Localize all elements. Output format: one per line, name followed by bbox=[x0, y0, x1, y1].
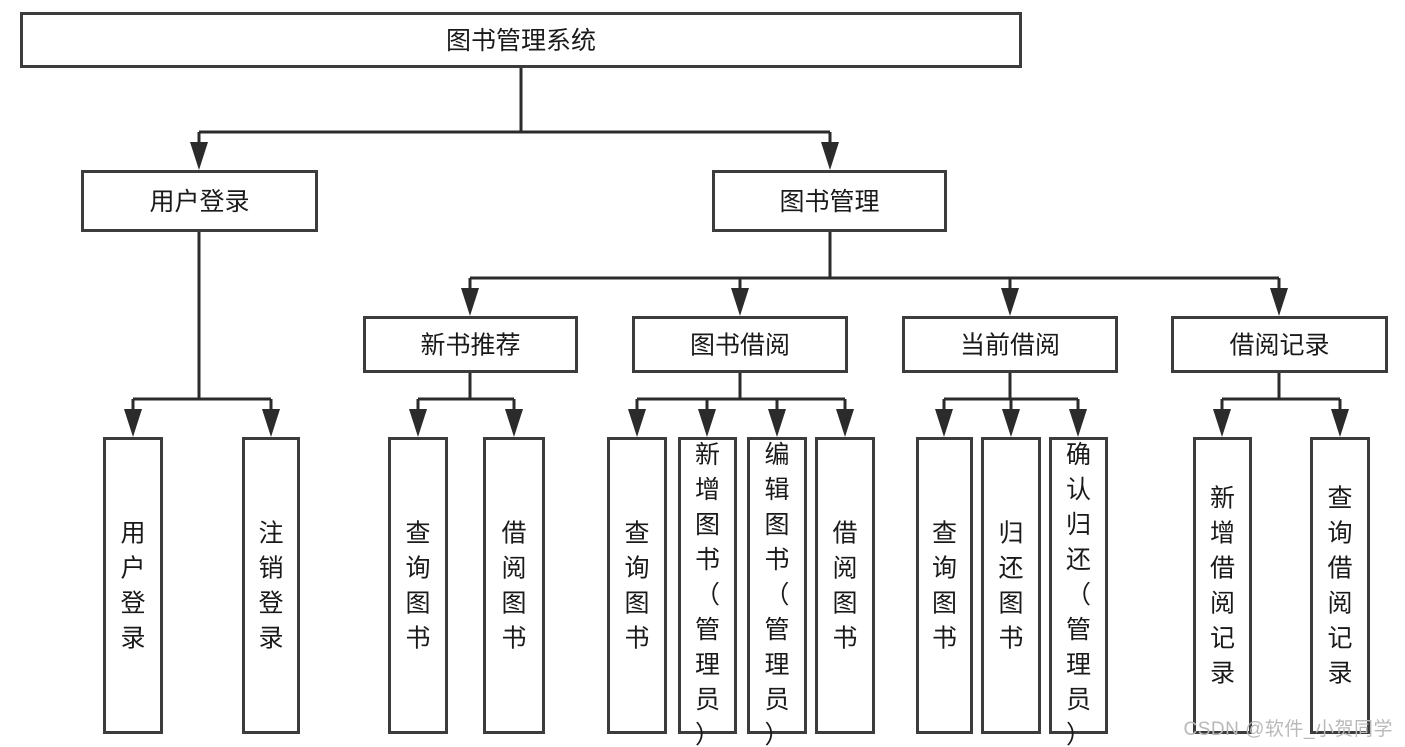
arrow-head-icon bbox=[1069, 409, 1087, 437]
watermark-text: CSDN @软件_小贺同学 bbox=[1183, 719, 1393, 740]
arrow-head-icon bbox=[1001, 288, 1019, 316]
connector-line bbox=[131, 232, 273, 419]
node-box bbox=[678, 437, 737, 734]
node-leaf-add-book[interactable]: 新增图书（管理员） bbox=[678, 437, 737, 747]
arrow-head-layer bbox=[124, 142, 1349, 437]
node-leaf-borrow-book[interactable]: 借阅图书 bbox=[815, 437, 875, 734]
node-box bbox=[81, 170, 318, 232]
arrow-head-icon bbox=[190, 142, 208, 170]
arrow-head-icon bbox=[731, 288, 749, 316]
node-label: 图书借阅 bbox=[690, 332, 790, 360]
node-box bbox=[388, 437, 448, 734]
arrow-head-icon bbox=[505, 409, 523, 437]
arrow-head-icon bbox=[262, 409, 280, 437]
node-label: 查询图书 bbox=[405, 520, 430, 653]
node-book-manage[interactable]: 图书管理 bbox=[712, 170, 947, 232]
node-leaf-query-book[interactable]: 查询图书 bbox=[607, 437, 667, 734]
node-leaf-confirm-return[interactable]: 确认归还（管理员） bbox=[1049, 437, 1108, 747]
node-book-borrow[interactable]: 图书借阅 bbox=[632, 316, 848, 373]
node-label: 借阅图书 bbox=[501, 520, 526, 653]
connector-line bbox=[635, 373, 847, 419]
connector-line bbox=[1220, 373, 1342, 419]
node-box bbox=[712, 170, 947, 232]
node-layer: 图书管理系统用户登录图书管理新书推荐图书借阅当前借阅借阅记录用户登录注销登录查询… bbox=[20, 12, 1388, 747]
arrow-head-icon bbox=[935, 409, 953, 437]
node-label: 用户登录 bbox=[149, 188, 249, 216]
node-box bbox=[607, 437, 667, 734]
node-label: 查询借阅记录 bbox=[1327, 485, 1352, 688]
node-label: 查询图书 bbox=[624, 520, 649, 653]
node-new-book-rec[interactable]: 新书推荐 bbox=[363, 316, 578, 373]
node-label: 借阅记录 bbox=[1229, 332, 1329, 360]
node-root[interactable]: 图书管理系统 bbox=[20, 12, 1022, 68]
node-box bbox=[103, 437, 163, 734]
node-leaf-user-login[interactable]: 用户登录 bbox=[103, 437, 163, 734]
node-label: 归还图书 bbox=[998, 520, 1023, 653]
connector-line bbox=[416, 373, 516, 419]
node-leaf-return-book[interactable]: 归还图书 bbox=[981, 437, 1041, 734]
node-label: 当前借阅 bbox=[960, 332, 1060, 360]
node-label: 确认归还（管理员） bbox=[1066, 441, 1091, 747]
node-label: 图书管理 bbox=[779, 188, 879, 216]
node-box bbox=[1171, 316, 1388, 373]
node-box bbox=[1310, 437, 1370, 734]
node-box bbox=[1049, 437, 1108, 734]
node-label: 编辑图书（管理员） bbox=[764, 441, 789, 747]
node-box bbox=[242, 437, 300, 734]
node-label: 查询图书 bbox=[932, 520, 957, 653]
node-label: 图书管理系统 bbox=[446, 27, 596, 55]
node-label: 新增借阅记录 bbox=[1210, 485, 1235, 688]
node-box bbox=[916, 437, 973, 734]
node-box bbox=[902, 316, 1118, 373]
arrow-head-icon bbox=[409, 409, 427, 437]
node-leaf-query-book-cur[interactable]: 查询图书 bbox=[916, 437, 973, 734]
node-leaf-query-record[interactable]: 查询借阅记录 bbox=[1310, 437, 1370, 734]
node-box bbox=[1193, 437, 1252, 734]
node-leaf-add-record[interactable]: 新增借阅记录 bbox=[1193, 437, 1252, 734]
node-box bbox=[981, 437, 1041, 734]
node-label: 新书推荐 bbox=[420, 332, 520, 360]
node-label: 新增图书（管理员） bbox=[695, 441, 720, 747]
arrow-head-icon bbox=[628, 409, 646, 437]
arrow-head-icon bbox=[1002, 409, 1020, 437]
node-leaf-edit-book[interactable]: 编辑图书（管理员） bbox=[747, 437, 807, 747]
node-box bbox=[815, 437, 875, 734]
node-current-borrow[interactable]: 当前借阅 bbox=[902, 316, 1118, 373]
arrow-head-icon bbox=[1331, 409, 1349, 437]
node-box bbox=[747, 437, 807, 734]
arrow-head-icon bbox=[836, 409, 854, 437]
node-borrow-record[interactable]: 借阅记录 bbox=[1171, 316, 1388, 373]
arrow-head-icon bbox=[461, 288, 479, 316]
arrow-head-icon bbox=[698, 409, 716, 437]
node-box bbox=[363, 316, 578, 373]
node-label: 用户登录 bbox=[120, 520, 145, 653]
arrow-head-icon bbox=[1270, 288, 1288, 316]
arrow-head-icon bbox=[1213, 409, 1231, 437]
arrow-head-icon bbox=[124, 409, 142, 437]
connector-line bbox=[468, 232, 1281, 298]
connector-line bbox=[197, 68, 832, 152]
node-label: 注销登录 bbox=[258, 520, 283, 653]
arrow-head-icon bbox=[768, 409, 786, 437]
node-label: 借阅图书 bbox=[832, 520, 857, 653]
arrow-head-icon bbox=[821, 142, 839, 170]
node-box bbox=[632, 316, 848, 373]
node-user-login[interactable]: 用户登录 bbox=[81, 170, 318, 232]
node-box bbox=[20, 12, 1022, 68]
node-leaf-query-book-rec[interactable]: 查询图书 bbox=[388, 437, 448, 734]
node-leaf-logout[interactable]: 注销登录 bbox=[242, 437, 300, 734]
node-box bbox=[483, 437, 545, 734]
node-leaf-borrow-book-rec[interactable]: 借阅图书 bbox=[483, 437, 545, 734]
